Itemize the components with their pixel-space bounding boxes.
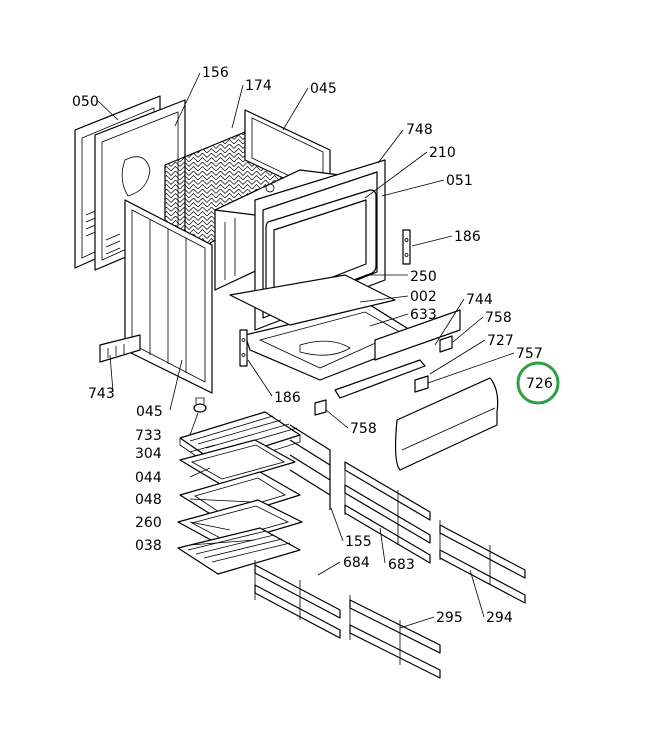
part-048-tray — [179, 471, 301, 521]
label-186-right: 186 — [454, 229, 481, 245]
part-038-rack — [177, 527, 301, 575]
label-002: 002 — [410, 289, 437, 305]
label-726: 726 — [526, 376, 553, 392]
label-156: 156 — [202, 65, 229, 81]
part-295-rails — [349, 595, 441, 679]
label-748: 748 — [406, 122, 433, 138]
label-633: 633 — [410, 307, 437, 323]
part-743-bracket — [99, 334, 141, 363]
label-260: 260 — [135, 515, 162, 531]
part-727-rail — [334, 359, 429, 399]
label-733: 733 — [135, 428, 162, 444]
label-045-top: 045 — [310, 81, 337, 97]
label-050: 050 — [72, 94, 99, 110]
part-186-hinge-left — [239, 329, 248, 367]
label-250: 250 — [410, 269, 437, 285]
label-044: 044 — [135, 470, 162, 486]
label-038: 038 — [135, 538, 162, 554]
part-294-rails — [439, 520, 526, 604]
part-758-clip-top — [439, 335, 453, 353]
label-186-left: 186 — [274, 390, 301, 406]
part-758-clip-bottom — [314, 399, 327, 416]
label-758-bottom: 758 — [350, 421, 377, 437]
part-733-foot — [193, 397, 207, 413]
part-labels: 050 156 174 045 748 210 051 186 250 002 … — [72, 65, 553, 626]
part-045-side-door — [124, 199, 213, 394]
label-295: 295 — [436, 610, 463, 626]
label-048: 048 — [135, 492, 162, 508]
label-743: 743 — [88, 386, 115, 402]
part-684-rails — [254, 560, 341, 639]
label-174: 174 — [245, 78, 272, 94]
highlight-circle-726 — [516, 361, 560, 405]
label-757: 757 — [516, 346, 543, 362]
label-744: 744 — [466, 292, 493, 308]
part-210-gasket — [265, 189, 377, 312]
label-684: 684 — [343, 555, 370, 571]
part-744-bracket — [374, 309, 461, 361]
part-260-pan — [177, 499, 303, 547]
label-294: 294 — [486, 610, 513, 626]
label-051: 051 — [446, 173, 473, 189]
part-155-side-rail — [289, 424, 331, 510]
label-727: 727 — [487, 333, 514, 349]
leader-lines — [97, 72, 515, 629]
label-210: 210 — [429, 145, 456, 161]
part-186-hinge-right — [402, 229, 411, 265]
label-304: 304 — [135, 446, 162, 462]
part-683-rails — [344, 461, 431, 564]
part-044-grill — [179, 439, 296, 485]
label-155: 155 — [345, 534, 372, 550]
label-045-side: 045 — [136, 404, 163, 420]
part-726-drawer-front — [394, 377, 499, 471]
label-758-top: 758 — [485, 310, 512, 326]
part-002-plate — [229, 274, 396, 326]
label-683: 683 — [388, 557, 415, 573]
